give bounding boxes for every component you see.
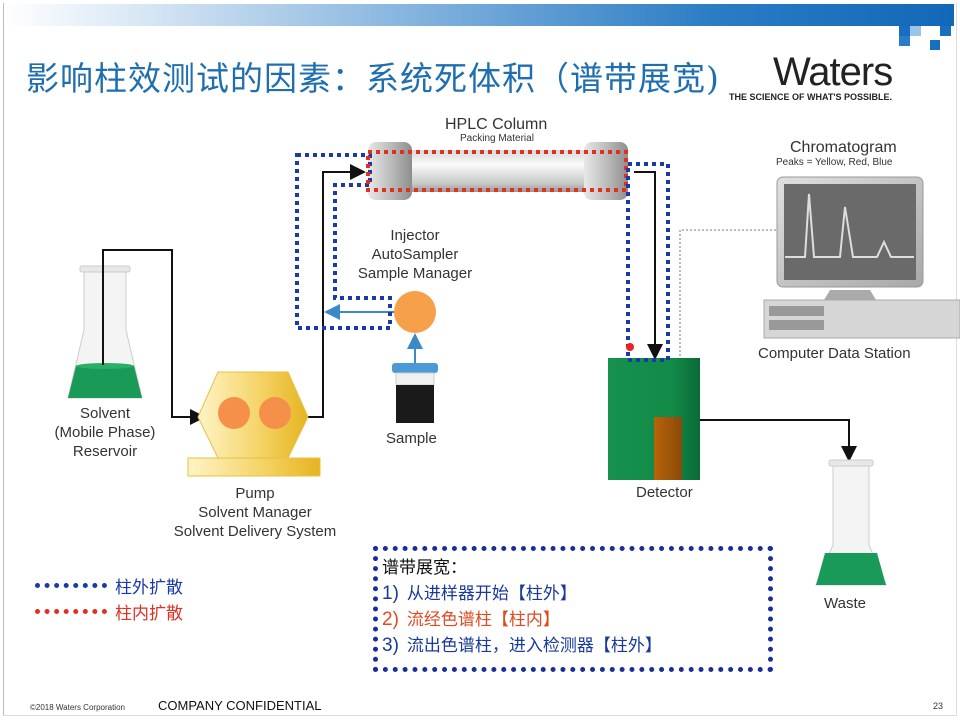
chromatogram-trace [785, 193, 914, 258]
decor-square [899, 36, 910, 46]
band-broadening-box: 谱带展宽： 1) 从进样器开始【柱外】 2) 流经色谱柱【柱内】 3) 流出色谱柱，进… [373, 546, 773, 672]
info-item: 1) 从进样器开始【柱外】 [382, 581, 768, 607]
detector [608, 358, 700, 480]
waste-label: Waste [824, 595, 866, 612]
column-title: HPLC Column [445, 116, 548, 133]
legend: 柱外扩散 柱内扩散 [35, 572, 183, 624]
sample-label: Sample [386, 430, 437, 447]
pump-line: Solvent Delivery System [173, 523, 337, 540]
info-item-number: 3) [382, 635, 399, 656]
pump [187, 371, 321, 477]
decor-square [910, 26, 921, 36]
tubing-pump-to-column [305, 164, 366, 418]
injector-line: Sample Manager [357, 265, 473, 282]
footer-copyright: ©2018 Waters Corporation [30, 703, 125, 712]
tubing-detector-to-waste [700, 419, 857, 462]
header-gradient-bar [4, 4, 954, 26]
info-item-text: 流经色谱柱【柱内】 [406, 610, 560, 630]
info-item-number: 1) [382, 583, 399, 604]
info-item-number: 2) [382, 609, 399, 630]
blue-dotted-line-swatch [35, 582, 107, 588]
legend-item-extra-column: 柱外扩散 [35, 572, 183, 598]
legend-label: 柱内扩散 [115, 603, 183, 624]
injector-line: Injector [390, 227, 440, 244]
pump-label: Pump Solvent Manager Solvent Delivery Sy… [150, 484, 360, 541]
red-dot-marker [626, 343, 634, 351]
injector-line: AutoSampler [371, 246, 459, 263]
decor-square [940, 26, 951, 36]
info-item: 3) 流出色谱柱，进入检测器【柱外】 [382, 633, 768, 659]
info-item-text: 从进样器开始【柱外】 [406, 584, 577, 604]
decor-square [899, 26, 910, 36]
reservoir-line: Reservoir [72, 443, 138, 460]
decor-square [930, 40, 940, 50]
signal-cable [679, 229, 780, 356]
logo-tagline: THE SCIENCE OF WHAT'S POSSIBLE. [729, 92, 892, 102]
reservoir-label: Solvent (Mobile Phase) Reservoir [30, 404, 180, 461]
computer-data-station [763, 176, 960, 339]
detector-label: Detector [636, 484, 693, 501]
info-heading: 谱带展宽： [382, 558, 467, 578]
solvent-reservoir-flask [67, 265, 143, 399]
injector-label: Injector AutoSampler Sample Manager [340, 226, 490, 283]
reservoir-line: Solvent [79, 405, 131, 422]
red-dotted-line-swatch [35, 608, 107, 614]
chromatogram-title: Chromatogram [790, 139, 897, 156]
slide-title: 影响柱效测试的因素：系统死体积（谱带展宽) [26, 59, 720, 98]
tubing-column-to-detector [634, 171, 663, 360]
footer-confidential: COMPANY CONFIDENTIAL [158, 698, 322, 713]
extra-column-zone-detector [626, 162, 670, 362]
tubing-reservoir-to-pump [102, 249, 206, 425]
pump-line: Solvent Manager [198, 504, 312, 521]
intra-column-zone [366, 150, 628, 192]
info-item: 2) 流经色谱柱【柱内】 [382, 607, 768, 633]
computer-label: Computer Data Station [758, 345, 911, 362]
column-subtitle: Packing Material [460, 133, 534, 144]
reservoir-line: (Mobile Phase) [54, 424, 156, 441]
slide-frame [3, 3, 957, 716]
waste-flask [815, 459, 887, 586]
info-item-text: 流出色谱柱，进入检测器【柱外】 [406, 636, 662, 656]
pump-line: Pump [235, 485, 275, 502]
chromatogram-subtitle: Peaks = Yellow, Red, Blue [776, 157, 893, 168]
injector [324, 291, 436, 333]
legend-label: 柱外扩散 [115, 577, 183, 598]
waters-logo: Waters [773, 50, 893, 94]
hplc-column [368, 142, 628, 200]
legend-item-intra-column: 柱内扩散 [35, 598, 183, 624]
page-number: 23 [933, 701, 944, 711]
sample-vial [392, 333, 438, 423]
